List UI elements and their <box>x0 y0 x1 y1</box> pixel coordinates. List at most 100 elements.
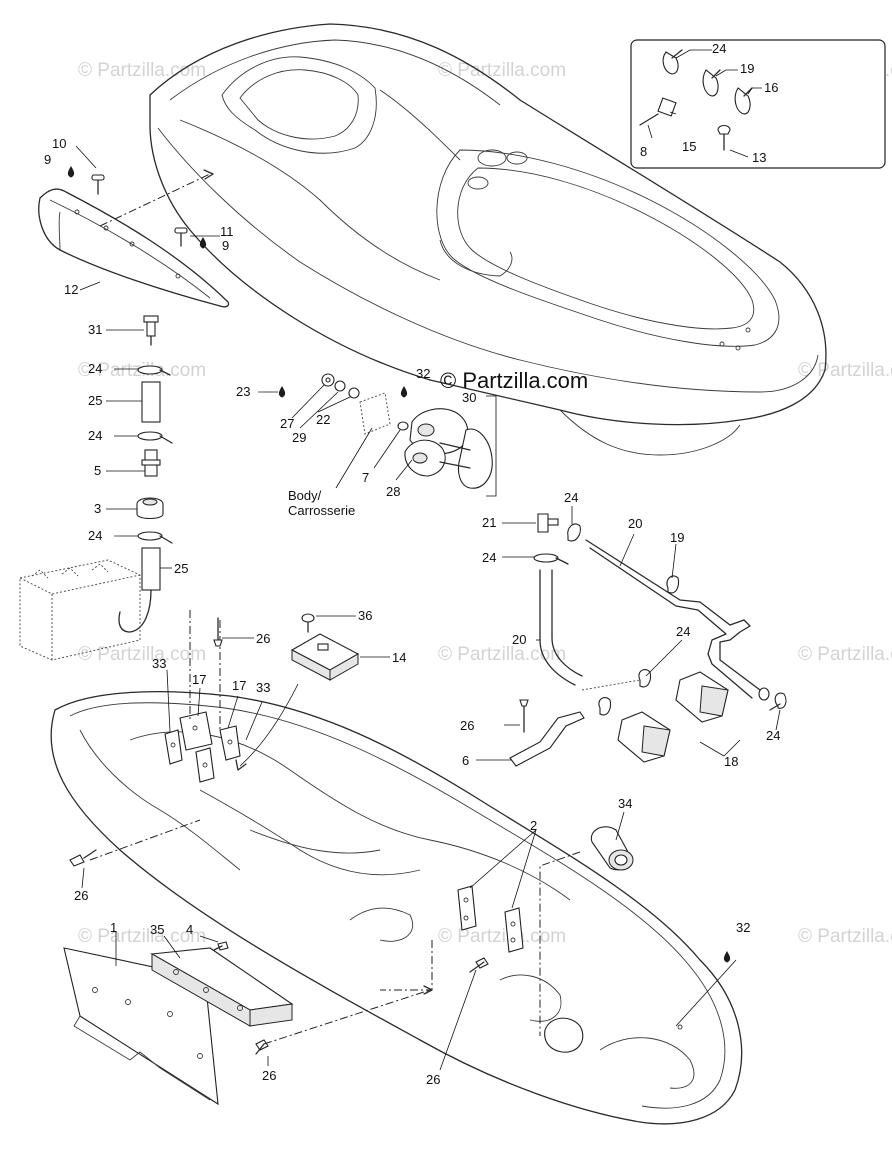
callout-20: 20 <box>512 632 526 647</box>
callout-29: 29 <box>292 430 306 445</box>
callout-8: 8 <box>640 144 647 159</box>
watermark-text: © Partzilla.com <box>438 644 566 665</box>
callout-1: 1 <box>110 920 117 935</box>
battery-outline <box>19 559 141 661</box>
dotted-link <box>581 679 641 691</box>
fastener-legend-box <box>630 39 886 169</box>
assembly-line <box>380 940 433 991</box>
drop-icon <box>723 951 731 963</box>
watermark-text: © Partzilla.com <box>438 60 566 81</box>
callout-3: 3 <box>94 501 101 516</box>
callout-13: 13 <box>752 150 766 165</box>
callout-17: 17 <box>232 678 246 693</box>
watermark-text: © Partzilla.com <box>78 60 206 81</box>
arrow-head <box>235 759 247 771</box>
callout-30: 30 <box>462 390 476 405</box>
arrow-head <box>423 985 433 995</box>
callout-26: 26 <box>426 1072 440 1087</box>
upper-deck <box>149 23 827 456</box>
callout-9: 9 <box>44 152 51 167</box>
callout-33: 33 <box>256 680 270 695</box>
callout-11: 11 <box>220 224 234 239</box>
rear-plates <box>63 941 294 1106</box>
callout-9: 9 <box>222 238 229 253</box>
callout-7: 7 <box>362 470 369 485</box>
watermark-text: © Partzilla.com <box>78 644 206 665</box>
callout-17: 17 <box>192 672 206 687</box>
watermark-text: © Partzilla.com <box>798 926 892 947</box>
watermark-text: © Partzilla.com <box>78 926 206 947</box>
callout-10: 10 <box>52 136 66 151</box>
callout-24: 24 <box>88 528 102 543</box>
fuel-filters <box>509 669 729 767</box>
callout-24: 24 <box>482 550 496 565</box>
watermarks: © Partzilla.com © Partzilla.com © Partzi… <box>78 60 892 947</box>
bolt-10 <box>91 174 105 195</box>
bracket-30 <box>486 395 497 497</box>
callout-23: 23 <box>236 384 250 399</box>
watermark-text: © Partzilla.com <box>438 926 566 947</box>
fuel-lines <box>533 513 787 711</box>
callout-numbers: 24 19 16 15 8 13 10 9 11 9 12 31 24 25 2… <box>44 41 780 1087</box>
callout-5: 5 <box>94 463 101 478</box>
assembly-line <box>263 989 431 1045</box>
watermark-text: © Partzilla.com <box>798 360 892 381</box>
callout-20: 20 <box>628 516 642 531</box>
callout-22: 22 <box>316 412 330 427</box>
callout-19: 19 <box>740 61 754 76</box>
leader-line <box>335 427 373 489</box>
body-label-line2: Carrosserie <box>288 503 355 518</box>
callout-33: 33 <box>152 656 166 671</box>
callout-12: 12 <box>64 282 78 297</box>
mount-brackets <box>164 613 360 783</box>
assembly-arrow <box>239 683 299 767</box>
arrow-head <box>203 169 214 180</box>
assembly-line <box>189 610 221 730</box>
callout-36: 36 <box>358 608 372 623</box>
assembly-line <box>99 173 211 227</box>
watermark-text: © Partzilla.com <box>798 644 892 665</box>
callout-2: 2 <box>530 818 537 833</box>
assembly-line <box>539 851 581 1036</box>
callout-19: 19 <box>670 530 684 545</box>
callout-21: 21 <box>482 515 496 530</box>
callout-18: 18 <box>724 754 738 769</box>
bolt-11 <box>174 227 188 247</box>
callout-27: 27 <box>280 416 294 431</box>
callout-15: 15 <box>682 139 696 154</box>
rivets <box>69 617 489 1055</box>
callout-6: 6 <box>462 753 469 768</box>
drop-icon <box>199 237 207 249</box>
callout-26: 26 <box>262 1068 276 1083</box>
fuel-cap-assembly <box>321 373 493 489</box>
callout-26: 26 <box>74 888 88 903</box>
callout-32: 32 <box>736 920 750 935</box>
assembly-line <box>89 819 201 861</box>
callout-24: 24 <box>88 361 102 376</box>
callout-34: 34 <box>618 796 632 811</box>
callout-26: 26 <box>256 631 270 646</box>
callout-25: 25 <box>174 561 188 576</box>
drop-icon <box>67 166 75 178</box>
side-rail <box>38 188 230 308</box>
leader-line <box>675 959 737 1027</box>
callout-24: 24 <box>766 728 780 743</box>
callout-24: 24 <box>712 41 726 56</box>
callout-28: 28 <box>386 484 400 499</box>
callout-35: 35 <box>150 922 164 937</box>
callout-14: 14 <box>392 650 406 665</box>
callout-32: 32 <box>416 366 430 381</box>
partzilla-watermark-main: © Partzilla.com <box>440 368 588 393</box>
body-label-line1: Body/ <box>288 488 322 503</box>
leader-lines <box>75 49 781 1071</box>
callout-25: 25 <box>88 393 102 408</box>
vent-hose-stack <box>118 315 173 633</box>
callout-24: 24 <box>88 428 102 443</box>
callout-26: 26 <box>460 718 474 733</box>
hull-brackets-2 <box>457 826 634 953</box>
callout-31: 31 <box>88 322 102 337</box>
callout-4: 4 <box>186 922 193 937</box>
callout-24: 24 <box>564 490 578 505</box>
drop-icon <box>400 386 408 398</box>
